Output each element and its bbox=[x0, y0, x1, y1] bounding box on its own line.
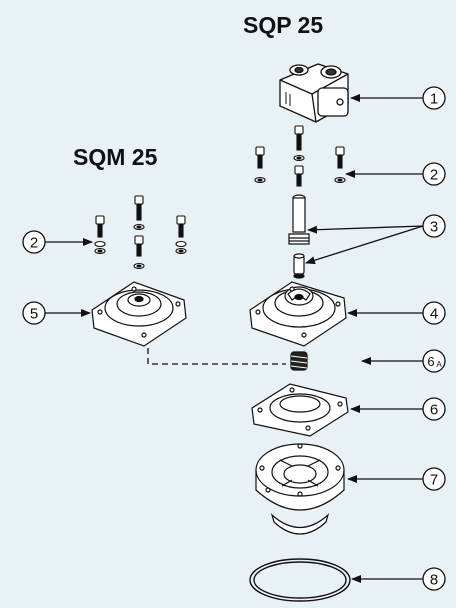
callout-4: 4 bbox=[422, 301, 446, 325]
svg-text:6: 6 bbox=[430, 402, 438, 419]
callout-6: 6 bbox=[422, 397, 446, 421]
svg-text:5: 5 bbox=[30, 306, 38, 323]
callout-8: 8 bbox=[422, 567, 446, 591]
callout-6a: 6 A bbox=[422, 349, 446, 373]
svg-text:1: 1 bbox=[430, 91, 438, 108]
svg-text:4: 4 bbox=[430, 306, 438, 323]
svg-text:3: 3 bbox=[430, 219, 438, 236]
o-ring-part bbox=[249, 558, 351, 602]
sqp-cover-part bbox=[249, 281, 347, 347]
valve-body-part bbox=[255, 443, 345, 535]
screws-right-set bbox=[254, 125, 346, 187]
diaphragm-part bbox=[251, 383, 349, 437]
svg-text:8: 8 bbox=[430, 572, 438, 589]
callout-2-left: 2 bbox=[22, 230, 46, 254]
callout-5: 5 bbox=[22, 301, 46, 325]
dashed-connector-line bbox=[147, 348, 286, 365]
callout-1: 1 bbox=[422, 86, 446, 110]
armature-plunger-part bbox=[288, 194, 310, 279]
title-sqp-25: SQP 25 bbox=[243, 12, 323, 38]
callout-2-right: 2 bbox=[422, 162, 446, 186]
svg-text:2: 2 bbox=[30, 235, 38, 252]
callout-7: 7 bbox=[422, 467, 446, 491]
svg-text:7: 7 bbox=[430, 472, 438, 489]
title-sqm-25: SQM 25 bbox=[73, 144, 158, 170]
sqm-cover-part bbox=[91, 281, 187, 347]
callout-3: 3 bbox=[422, 214, 446, 238]
svg-text:2: 2 bbox=[430, 167, 438, 184]
spring-part bbox=[290, 351, 308, 371]
svg-text:A: A bbox=[436, 360, 442, 369]
solenoid-coil-part bbox=[279, 63, 349, 123]
screws-left-set bbox=[94, 195, 187, 270]
leader-lines bbox=[45, 94, 424, 583]
svg-text:6: 6 bbox=[427, 354, 434, 369]
